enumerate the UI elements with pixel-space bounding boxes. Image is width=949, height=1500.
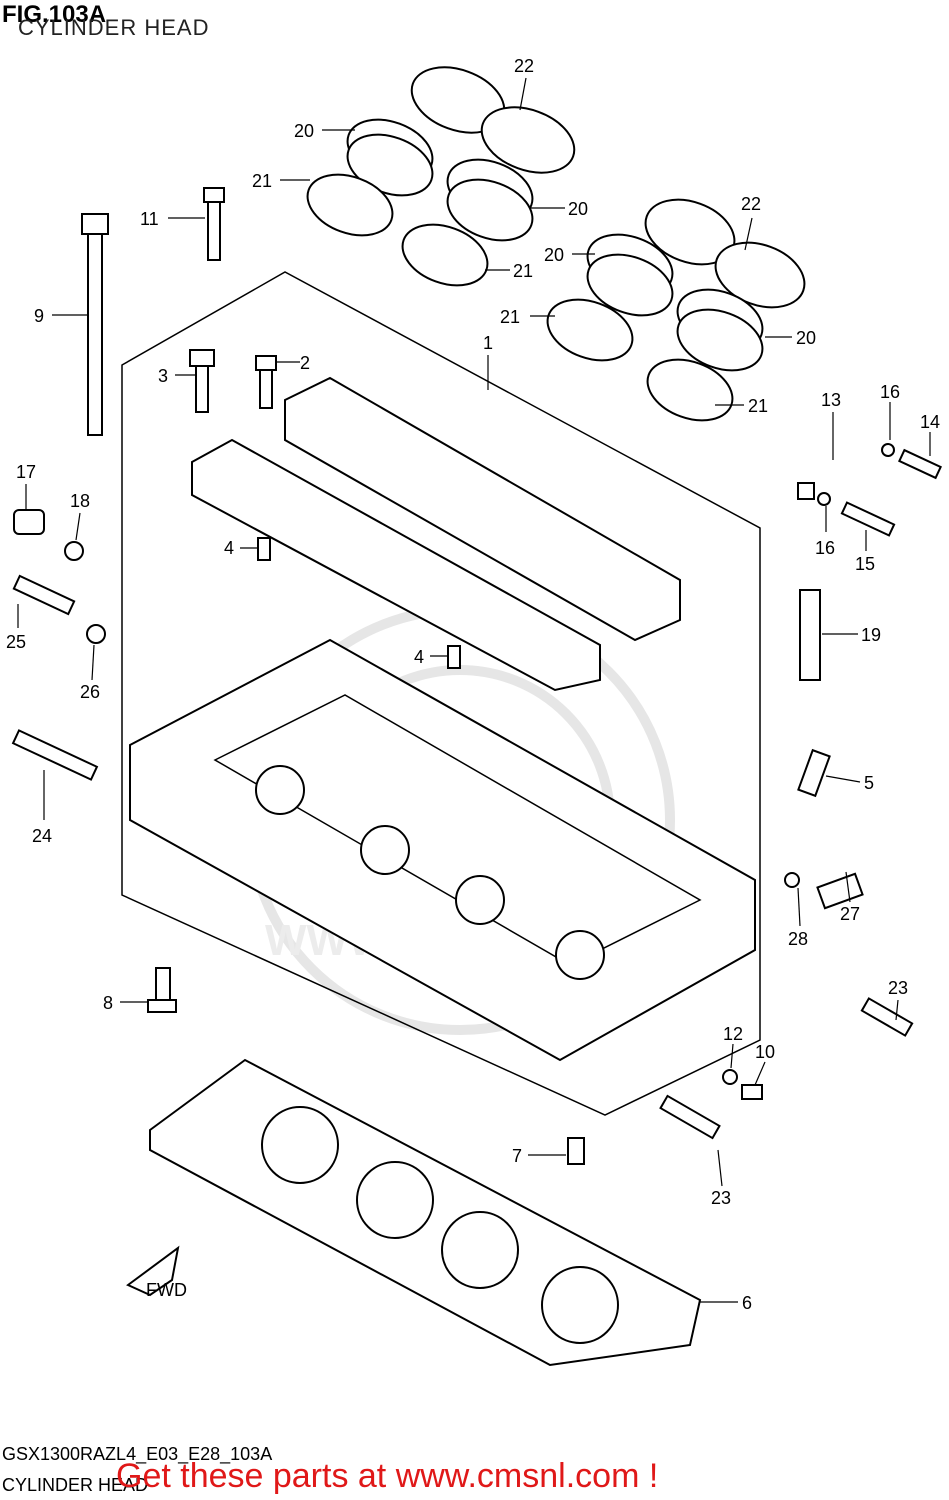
fwd-arrow: FWD [126, 1245, 187, 1300]
callout-16: 16 [880, 382, 900, 402]
callout-12: 12 [723, 1024, 743, 1044]
callout-21: 21 [513, 261, 533, 281]
callout-4: 4 [224, 538, 234, 558]
callout-4: 4 [414, 647, 424, 667]
callout-21: 21 [748, 396, 768, 416]
callout-2: 2 [300, 353, 310, 373]
callout-13: 13 [821, 390, 841, 410]
head-gasket [149, 1058, 702, 1367]
callout-28: 28 [788, 929, 808, 949]
callout-6: 6 [742, 1293, 752, 1313]
callout-20: 20 [796, 328, 816, 348]
callout-20: 20 [544, 245, 564, 265]
callout-9: 9 [34, 306, 44, 326]
callout-26: 26 [80, 682, 100, 702]
callout-18: 18 [70, 491, 90, 511]
section-name: CYLINDER HEAD [2, 1475, 149, 1495]
fwd-label: FWD [146, 1280, 187, 1300]
figure-number: FIG.103A [2, 1, 107, 28]
callout-20: 20 [294, 121, 314, 141]
bolts-left [81, 187, 277, 436]
callout-23: 23 [888, 978, 908, 998]
callout-1: 1 [483, 333, 493, 353]
promo-link[interactable]: Get these parts at www.cmsnl.com ! [116, 1457, 659, 1495]
assembly-outline [121, 271, 761, 1116]
callout-23: 23 [711, 1188, 731, 1208]
callout-20: 20 [568, 199, 588, 219]
leader-lines [17, 77, 931, 1303]
callout-10: 10 [755, 1042, 775, 1062]
right-parts [147, 443, 942, 1165]
callout-8: 8 [103, 993, 113, 1013]
figure-subtitle: CYLINDER HEAD [18, 15, 210, 40]
cam-holders [191, 376, 681, 692]
callout-3: 3 [158, 366, 168, 386]
callout-22: 22 [514, 56, 534, 76]
callout-labels: 22 20 21 20 21 22 20 21 20 21 11 9 1 2 3… [6, 56, 940, 1313]
callout-11: 11 [140, 209, 159, 229]
model-code: GSX1300RAZL4_E03_E28_103A [2, 1444, 273, 1464]
callout-21: 21 [252, 171, 272, 191]
cylinder-head-casting [129, 638, 756, 1062]
callout-5: 5 [864, 773, 874, 793]
callout-22: 22 [741, 194, 761, 214]
callout-19: 19 [861, 625, 881, 645]
callout-24: 24 [32, 826, 52, 846]
callout-15: 15 [855, 554, 875, 574]
callout-27: 27 [840, 904, 860, 924]
intake-boots-group [306, 66, 806, 422]
callout-21: 21 [500, 307, 520, 327]
callout-16: 16 [815, 538, 835, 558]
callout-14: 14 [920, 412, 940, 432]
callout-7: 7 [512, 1146, 522, 1166]
callout-17: 17 [16, 462, 36, 482]
callout-25: 25 [6, 632, 26, 652]
left-small-parts [11, 509, 106, 781]
